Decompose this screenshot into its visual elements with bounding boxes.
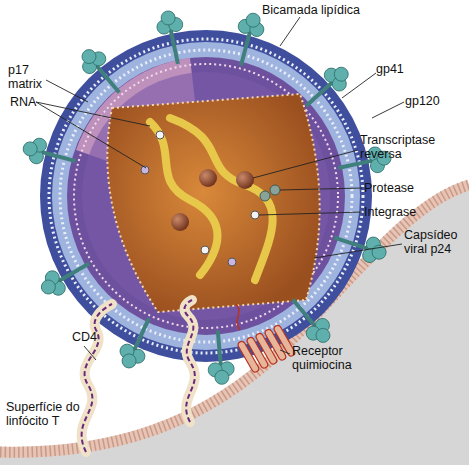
part-label: gp120	[405, 94, 440, 108]
capsid-edge	[107, 94, 319, 312]
matrix-layer	[67, 57, 345, 335]
reverse-transcriptase	[171, 213, 189, 231]
virion-outer	[40, 30, 372, 362]
part-label: Protease	[364, 181, 414, 195]
receptor-tail	[236, 304, 240, 330]
integrase	[251, 211, 259, 219]
cd4-molecule	[82, 304, 112, 452]
part-label: Receptor quimiocina	[292, 344, 364, 372]
integrase	[228, 258, 236, 266]
part-label: gp41	[376, 62, 404, 76]
capsid-cone	[107, 94, 319, 312]
cd4-molecule	[82, 304, 112, 452]
rna-strand	[170, 118, 273, 280]
integrase	[156, 131, 164, 139]
reverse-transcriptase	[236, 171, 254, 189]
reverse-transcriptase	[199, 169, 217, 187]
lipid-bilayer	[52, 42, 360, 350]
part-label: Capsídeo viral p24	[404, 228, 468, 256]
glycoprotein-spikes	[20, 8, 393, 385]
bilayer-heads	[49, 39, 363, 353]
integrase	[201, 246, 209, 254]
part-label: Integrase	[364, 205, 416, 219]
cd4-molecule	[185, 300, 195, 422]
part-label: Bicamada lipídica	[262, 3, 360, 17]
matrix-inner	[82, 72, 330, 320]
protease	[270, 185, 280, 195]
part-label: CD4	[72, 330, 97, 344]
bilayer-heads	[60, 50, 352, 342]
leader-lines	[36, 17, 404, 360]
part-label: p17 matrix	[8, 63, 48, 91]
part-label: Superfície do linfócito T	[6, 400, 102, 428]
part-label: RNA	[10, 95, 36, 109]
chemokine-receptor	[237, 324, 296, 373]
protease	[260, 191, 270, 201]
cd4-molecule	[185, 300, 195, 422]
part-label: Transcriptase reversa	[360, 133, 450, 161]
matrix-edge	[74, 64, 338, 328]
